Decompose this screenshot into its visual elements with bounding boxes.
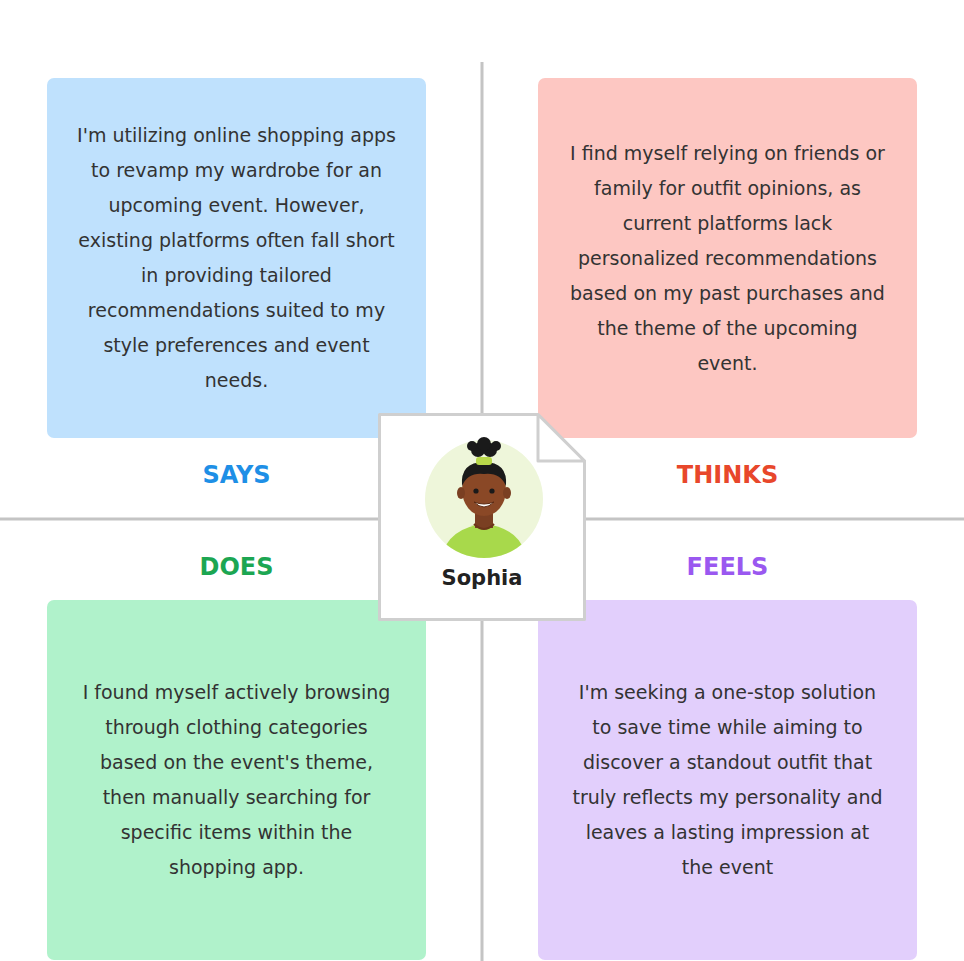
persona-name: Sophia [378, 566, 586, 590]
quadrant-text: I'm utilizing online shopping apps to re… [47, 118, 426, 398]
quadrant-text: I'm seeking a one-stop solution to save … [538, 675, 917, 885]
avatar-eye [489, 488, 494, 493]
quadrant-heading: THINKS [538, 460, 917, 490]
avatar-smile [474, 502, 494, 507]
avatar-hair [462, 462, 506, 486]
avatar-hairband [476, 457, 492, 465]
avatar-neck [475, 508, 493, 528]
quadrant-heading: DOES [47, 552, 426, 582]
quadrant-heading: SAYS [47, 460, 426, 490]
quadrant-text: I find myself relying on friends or fami… [538, 136, 917, 381]
persona-card: Sophia [378, 413, 586, 621]
quadrant-text: I found myself actively browsing through… [47, 675, 426, 885]
says-box: I'm utilizing online shopping apps to re… [47, 78, 426, 438]
thinks-box: I find myself relying on friends or fami… [538, 78, 917, 438]
avatar-face [462, 464, 506, 516]
avatar-shirt [440, 524, 528, 565]
feels-box: I'm seeking a one-stop solution to save … [538, 600, 917, 960]
quadrant-heading: FEELS [538, 552, 917, 582]
avatar-eye [473, 488, 478, 493]
does-box: I found myself actively browsing through… [47, 600, 426, 960]
avatar-background [425, 440, 543, 558]
card-fold [538, 415, 585, 462]
